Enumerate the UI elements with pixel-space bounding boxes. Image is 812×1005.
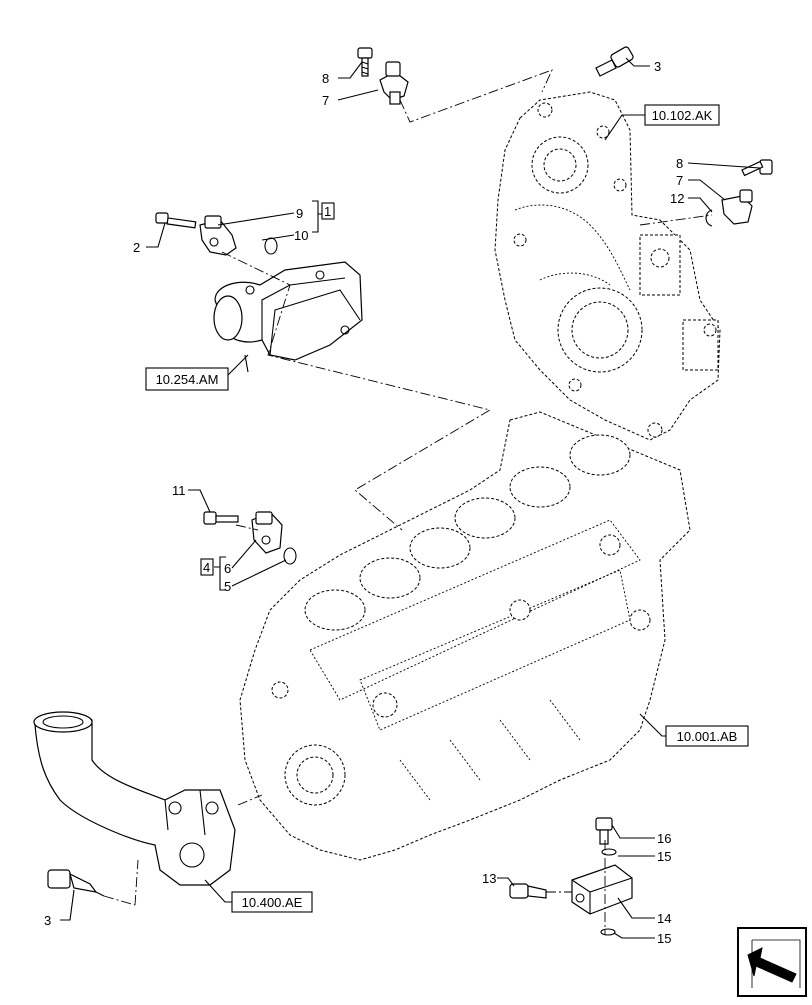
bracket-4 xyxy=(214,556,226,591)
sensor-3-bottom xyxy=(47,869,105,897)
box-4 xyxy=(200,558,214,576)
bolt-8-right xyxy=(741,159,773,177)
ref-engine-block: 10.001.AB xyxy=(639,713,749,747)
callout-6: 6 xyxy=(224,561,231,576)
ref-gear-cover: 10.102.AK xyxy=(604,104,720,141)
bolt-11 xyxy=(203,511,239,525)
washer-15-top xyxy=(601,848,617,856)
callout-16: 16 xyxy=(657,831,671,846)
callout-labels: 8 7 3 2 9 10 1 8 7 12 11 6 5 4 3 13 16 1… xyxy=(44,59,684,946)
svg-text:10.254.AM: 10.254.AM xyxy=(156,372,219,387)
plug-16 xyxy=(595,817,613,845)
center-lines xyxy=(103,69,713,935)
adapter-block-14 xyxy=(571,864,633,915)
sensor-13 xyxy=(509,883,547,899)
gear-cover-part xyxy=(494,91,721,441)
sensor-6 xyxy=(251,511,283,554)
next-page-arrow-icon[interactable] xyxy=(737,927,807,997)
oring-10 xyxy=(264,237,278,255)
callout-4: 4 xyxy=(203,560,210,575)
svg-text:10.102.AK: 10.102.AK xyxy=(652,108,713,123)
sensor-7-top xyxy=(379,61,409,105)
sensor-3-top xyxy=(595,46,634,77)
bolt-8-top xyxy=(357,47,373,77)
ref-intake-manifold: 10.254.AM xyxy=(145,354,249,391)
callout-12: 12 xyxy=(670,191,684,206)
bracket-1 xyxy=(312,200,322,233)
water-outlet-part xyxy=(33,711,236,886)
callout-5: 5 xyxy=(224,579,231,594)
callout-7-top: 7 xyxy=(322,93,329,108)
sensor-7-right xyxy=(721,189,753,225)
callout-15-top: 15 xyxy=(657,849,671,864)
callout-8-right: 8 xyxy=(676,156,683,171)
washer-15-bottom xyxy=(600,928,616,936)
sensor-9 xyxy=(199,215,237,256)
callout-3-top: 3 xyxy=(654,59,661,74)
clip-12 xyxy=(705,209,713,227)
engine-block-part xyxy=(239,411,691,861)
callout-14: 14 xyxy=(657,911,671,926)
callout-10: 10 xyxy=(294,228,308,243)
callout-15-bottom: 15 xyxy=(657,931,671,946)
callout-7-right: 7 xyxy=(676,173,683,188)
intake-manifold-part xyxy=(213,261,363,373)
svg-text:10.400.AE: 10.400.AE xyxy=(242,895,303,910)
oring-5 xyxy=(283,547,297,565)
callout-1: 1 xyxy=(324,204,331,219)
callout-9: 9 xyxy=(296,206,303,221)
leader-lines xyxy=(60,57,761,939)
box-1 xyxy=(321,202,335,220)
ref-water-outlet: 10.400.AE xyxy=(204,879,313,913)
callout-8-top: 8 xyxy=(322,71,329,86)
callout-11: 11 xyxy=(172,483,186,498)
bolt-2 xyxy=(155,212,197,229)
svg-text:10.001.AB: 10.001.AB xyxy=(677,729,738,744)
callout-2: 2 xyxy=(133,240,140,255)
callout-3-bottom: 3 xyxy=(44,913,51,928)
callout-13: 13 xyxy=(482,871,496,886)
